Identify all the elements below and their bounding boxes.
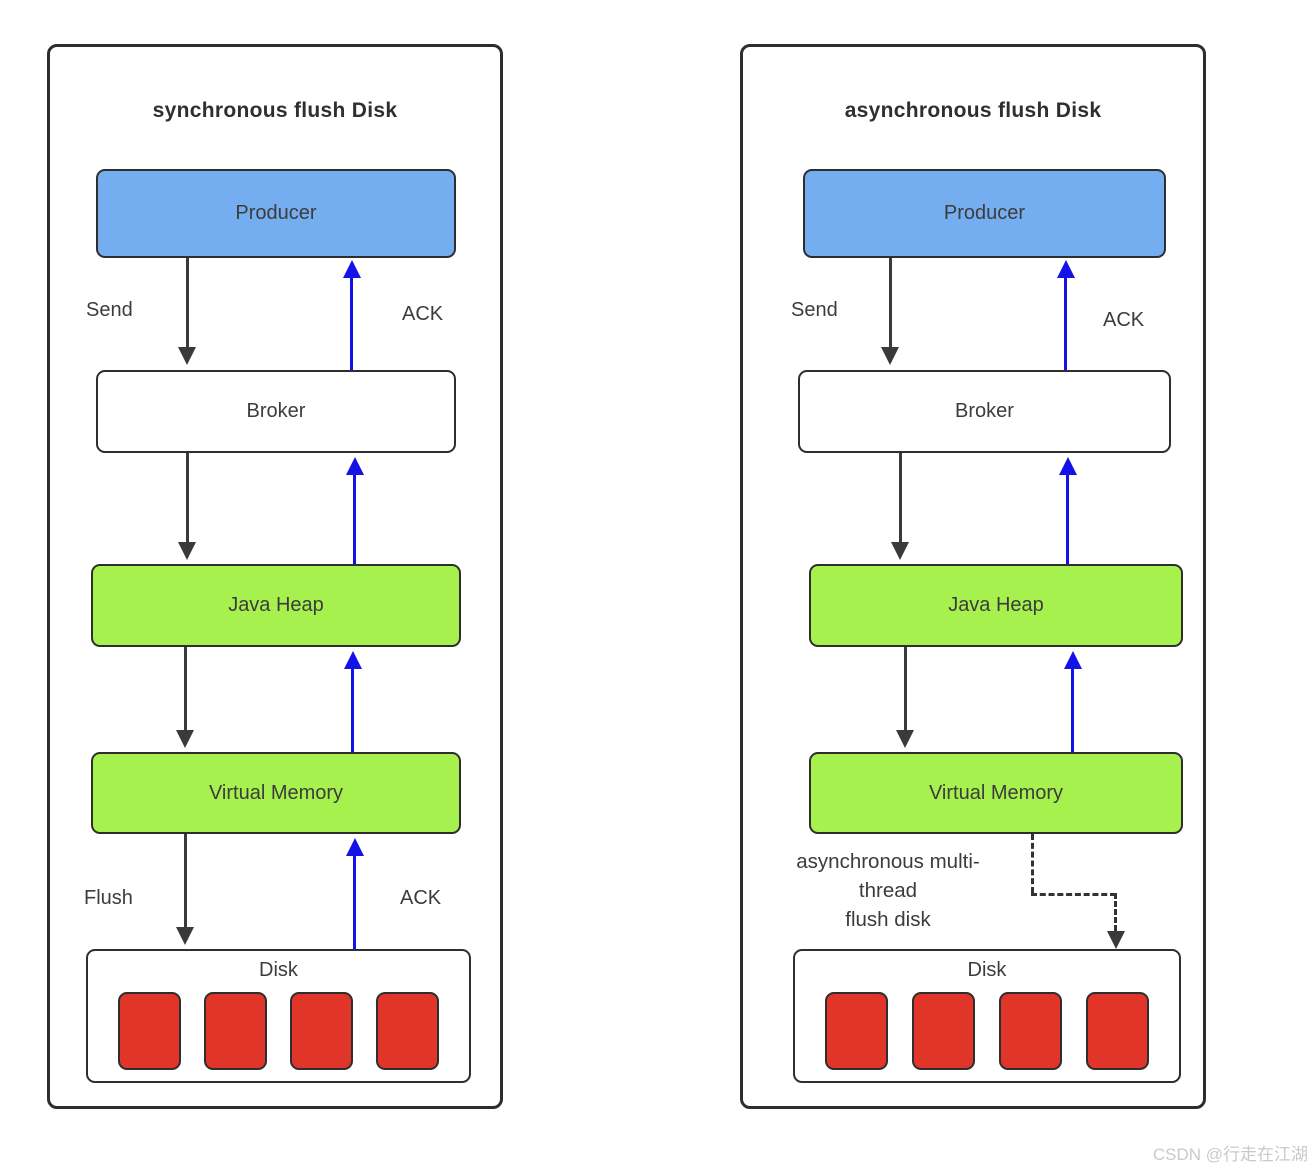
disk-blocks — [795, 982, 1179, 1070]
virtual-memory-label: Virtual Memory — [208, 781, 344, 804]
broker-label: Broker — [246, 400, 306, 422]
flush-label: Flush — [84, 887, 133, 909]
disk-label: Disk — [967, 959, 1007, 981]
note-line: flush disk — [845, 908, 931, 931]
watermark: CSDN @行走在江湖 — [1152, 1145, 1308, 1164]
disk-block — [1086, 992, 1149, 1070]
note-line: asynchronous multi- — [796, 850, 980, 873]
panel-title: synchronous flush Disk — [152, 99, 398, 122]
producer-box: Producer — [96, 169, 456, 258]
virtual-memory-label: Virtual Memory — [928, 781, 1064, 804]
producer-label: Producer — [943, 202, 1026, 224]
disk-block — [376, 992, 439, 1070]
virtual-memory-box: Virtual Memory — [809, 752, 1183, 834]
java-heap-box: Java Heap — [91, 564, 461, 647]
disk-block — [825, 992, 888, 1070]
note-line: thread — [858, 879, 918, 902]
disk-label: Disk — [259, 959, 298, 981]
broker-box: Broker — [798, 370, 1171, 453]
disk-block — [999, 992, 1062, 1070]
ack-label: ACK — [402, 303, 444, 325]
disk-box: Disk — [793, 949, 1181, 1083]
send-label: Send — [86, 299, 133, 321]
panel-synchronous-flush: synchronous flush Disk Producer Broker J… — [47, 44, 503, 1109]
disk-block — [912, 992, 975, 1070]
disk-block — [118, 992, 181, 1070]
panel-asynchronous-flush: asynchronous flush Disk Producer Broker … — [740, 44, 1206, 1109]
broker-box: Broker — [96, 370, 456, 453]
panel-title: asynchronous flush Disk — [844, 99, 1102, 122]
ack-label: ACK — [1103, 309, 1145, 331]
disk-box: Disk — [86, 949, 471, 1083]
send-label: Send — [791, 299, 838, 321]
broker-label: Broker — [955, 400, 1014, 422]
java-heap-label: Java Heap — [948, 594, 1044, 616]
java-heap-label: Java Heap — [228, 594, 324, 616]
async-flush-note: asynchronous multi- thread flush disk — [763, 847, 1013, 934]
disk-block — [204, 992, 267, 1070]
disk-block — [290, 992, 353, 1070]
ack-label: ACK — [400, 887, 442, 909]
disk-blocks — [88, 982, 469, 1070]
producer-label: Producer — [235, 202, 317, 224]
virtual-memory-box: Virtual Memory — [91, 752, 461, 834]
java-heap-box: Java Heap — [809, 564, 1183, 647]
producer-box: Producer — [803, 169, 1166, 258]
